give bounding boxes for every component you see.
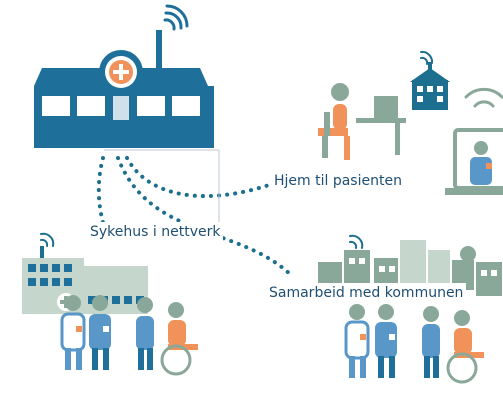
label-home-to-patient: Hjem til pasienten [271, 171, 405, 191]
home-worker-icon [318, 83, 406, 160]
house-icon [410, 50, 450, 110]
connector-cooperation [116, 156, 294, 278]
connector-home [125, 156, 274, 199]
connector-lines [96, 156, 294, 278]
label-hospital-network: Sykehus i nettverk [87, 222, 224, 242]
laptop-doctor-icon [445, 87, 503, 195]
people-group-left [60, 295, 198, 376]
network-hospital-icon [22, 232, 148, 314]
main-hospital-icon [34, 4, 214, 148]
label-municipal-cooperation: Samarbeid med kommunen [266, 283, 467, 303]
frame-lines [104, 149, 220, 228]
people-group-right [344, 304, 484, 384]
wifi-icon-hospital [163, 4, 189, 31]
